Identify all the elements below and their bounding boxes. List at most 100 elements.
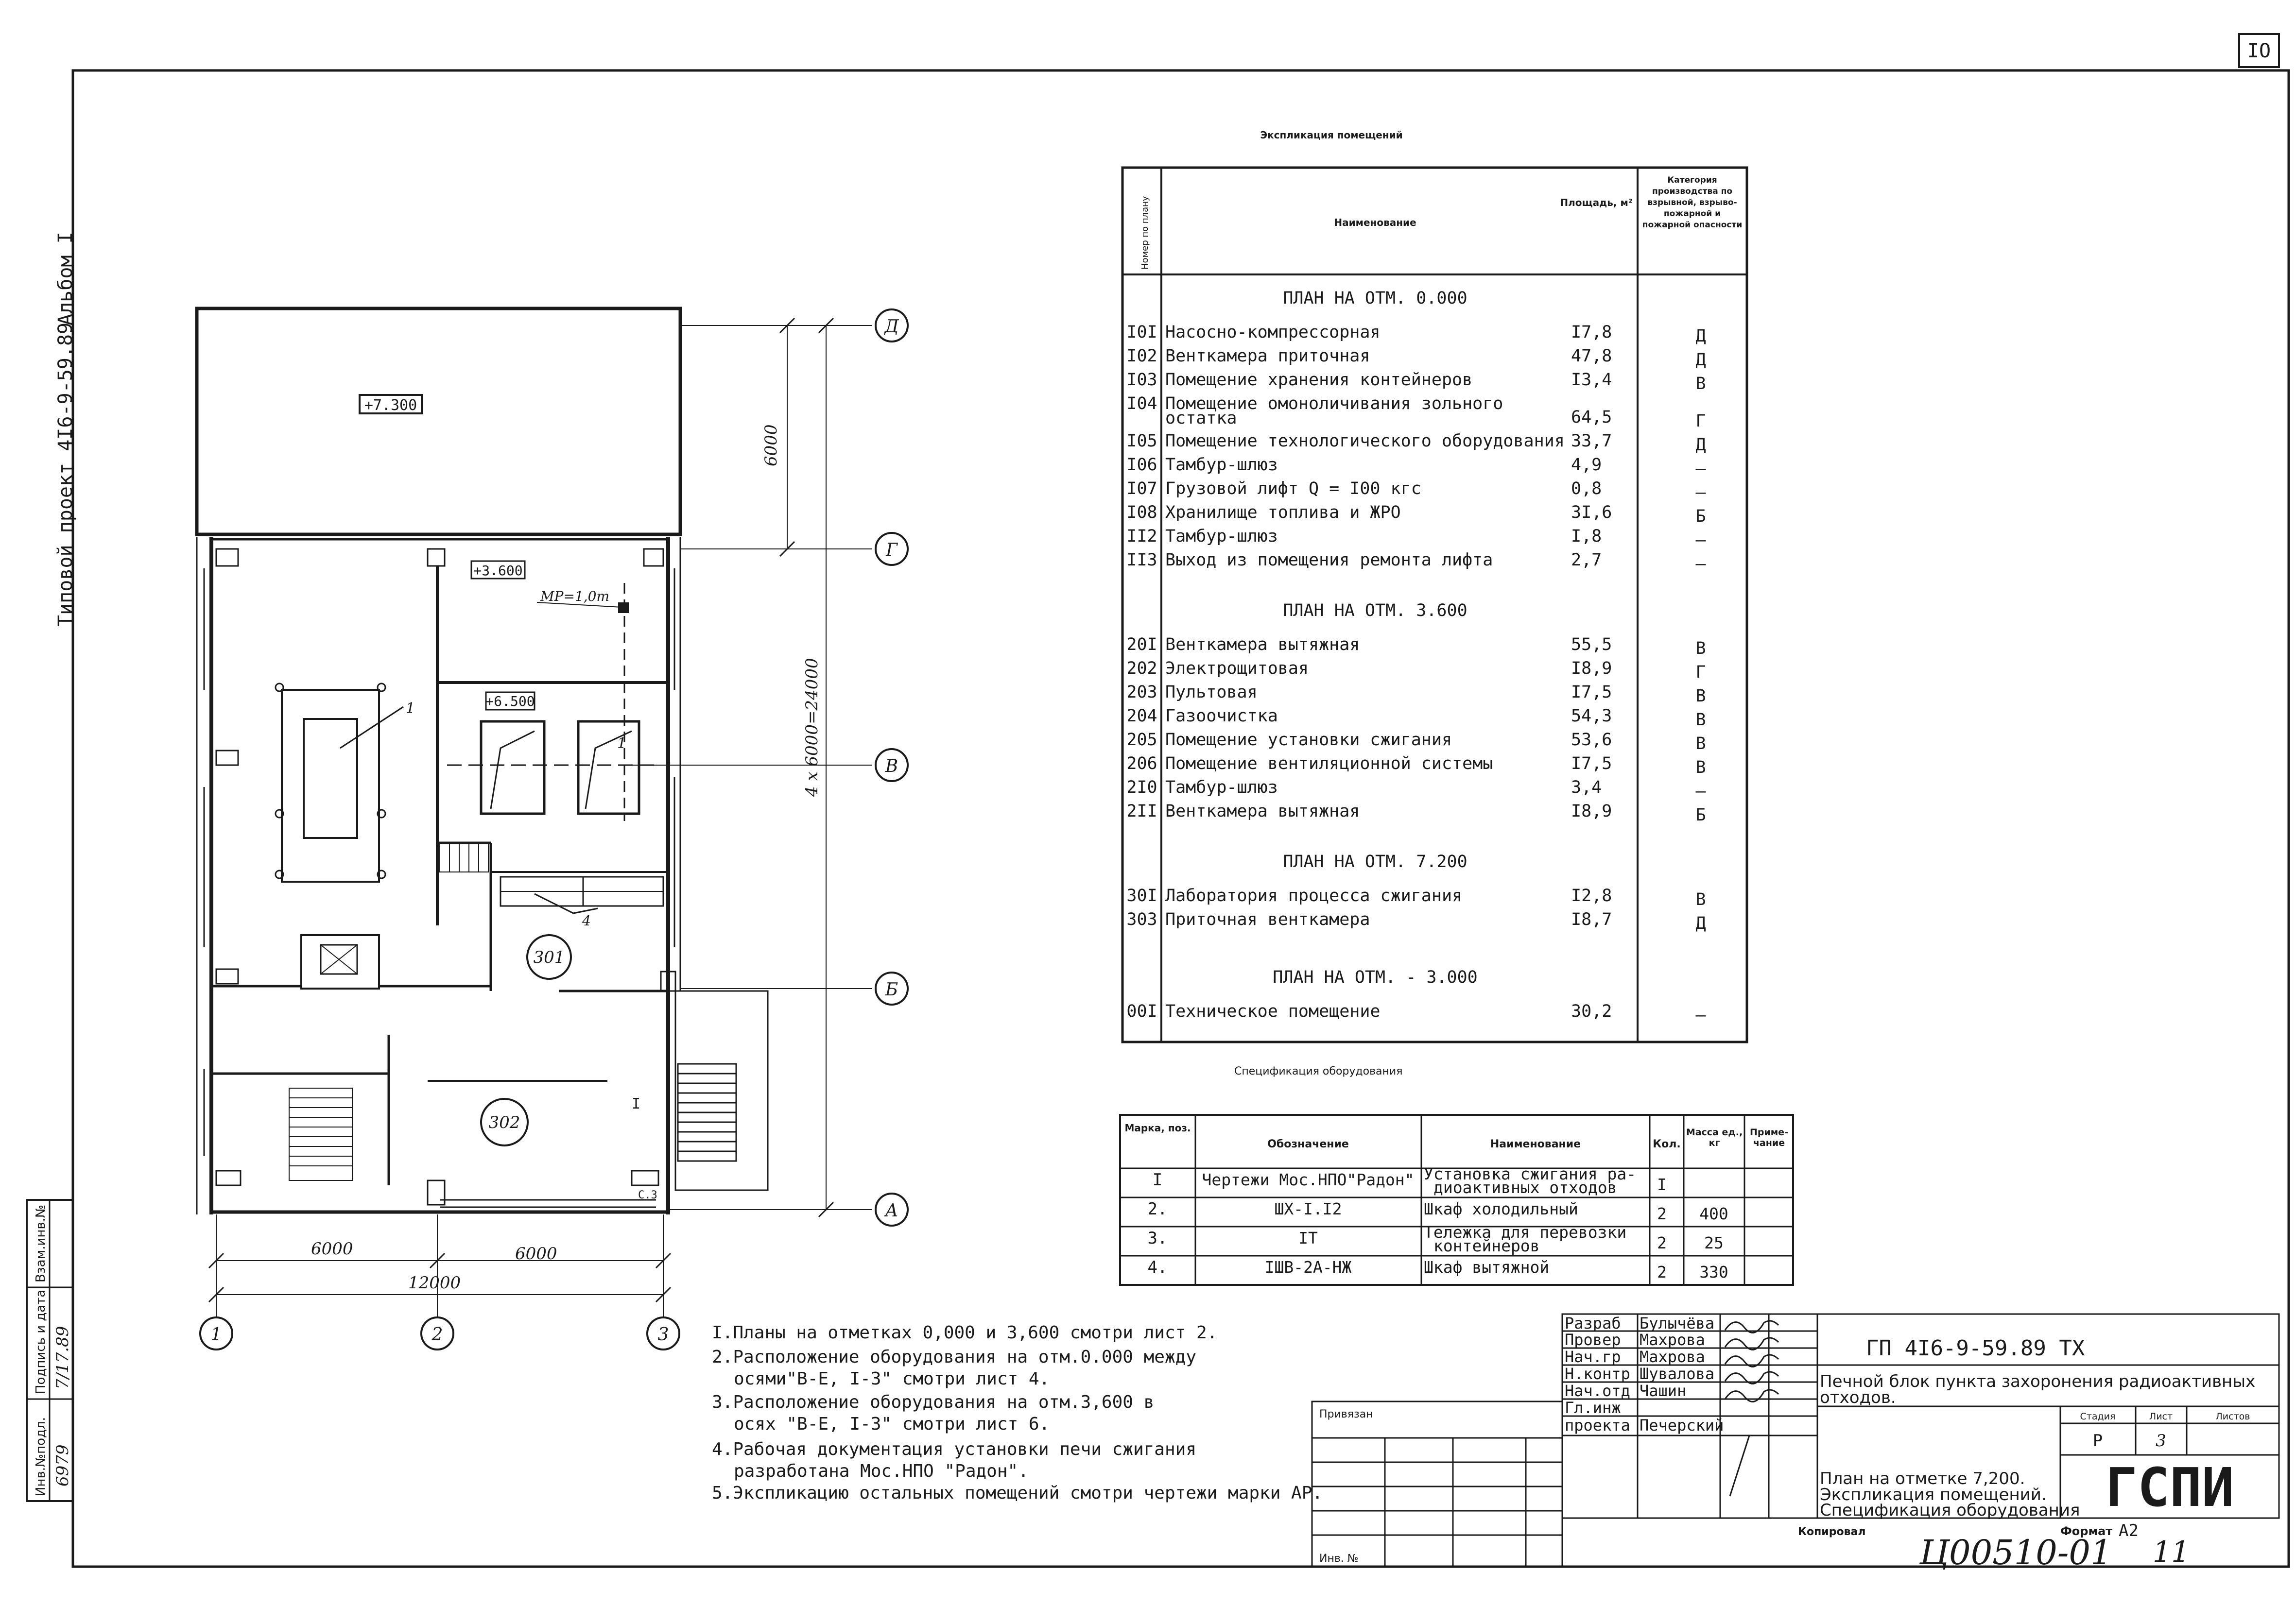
sign-name: Махрова [1640,1331,1705,1349]
room-category: В [1695,639,1706,658]
signature-scribble [1724,1337,1779,1350]
room-name: Тамбур-шлюз [1165,527,1278,546]
axis-col-3: 3 [658,1325,669,1345]
room-category: Г [1695,663,1706,682]
room-area: I,8 [1571,527,1602,546]
signature-scribble [1724,1371,1779,1384]
room-302-tag: 302 [489,1113,520,1132]
roof-block [195,307,682,536]
room-area: I2,8 [1571,886,1612,906]
room-category: — [1695,1006,1706,1025]
rooms-table-title: Экспликация помещений [1260,129,1402,141]
axis-col-1: 1 [211,1325,222,1345]
signature-scribble [1724,1354,1779,1367]
room-category: – [1695,459,1706,478]
sign-role: Гл.инж [1565,1399,1621,1417]
room-category: – [1695,530,1706,550]
sign-name: Булычёва [1640,1314,1714,1333]
sheet-label: Лист [2149,1411,2173,1422]
room-area: I3,4 [1571,370,1612,390]
room-number: 206 [1126,754,1157,773]
format-value: А2 [2119,1521,2139,1540]
room-name-cont: остатка [1165,409,1237,428]
room-area: I7,5 [1571,754,1612,773]
section-heading: ПЛАН НА ОТМ. 0.000 [1283,289,1467,308]
room-name: Электрощитовая [1165,659,1309,678]
section-heading: ПЛАН НА ОТМ. - 3.000 [1273,968,1477,987]
note-line-3: 3.Расположение оборудования на отм.3,600… [712,1392,1154,1412]
axis-row-v: В [885,756,898,776]
eq-qty: I [1657,1175,1667,1194]
room-area: 3,4 [1571,778,1602,797]
section-heading: ПЛАН НА ОТМ. 7.200 [1283,852,1467,871]
room-category: – [1695,483,1706,502]
room-301-tag: 301 [534,948,565,967]
eq-code: IШВ-2А-НЖ [1265,1258,1352,1277]
eq-code: IТ [1298,1229,1318,1247]
room-area: 64,5 [1571,408,1612,427]
sheet-title-3: Спецификация оборудования [1820,1501,2080,1520]
sign-role: проекта [1565,1416,1630,1435]
stair-mark: I [632,1095,640,1112]
axis-row-g: Г [885,540,898,560]
room-area: 47,8 [1571,346,1612,366]
eq-code: ШХ-I.I2 [1274,1199,1342,1218]
stamp-label-2: Инв.№подл. [34,1417,48,1496]
sheet-frame [71,69,2290,1568]
col-area-header: Площадь, м² [1560,197,1633,208]
room-area: 2,7 [1571,550,1602,570]
room-area: I8,9 [1571,659,1612,678]
room-name: Техническое помещение [1165,1002,1381,1021]
room-name: Хранилище топлива и ЖРО [1165,503,1401,522]
room-category: Д [1695,914,1706,933]
eq-qty: 2 [1657,1233,1667,1252]
stage-value: Р [2093,1431,2103,1451]
rooms-table: Экспликация помещений Номер по плану Наи… [1121,129,1748,1043]
eq-code: Чертежи Мос.НПО"Радон" [1202,1170,1414,1189]
eq-qty: 2 [1657,1263,1667,1281]
level-roof: +7.300 [364,397,417,414]
room-name: Выход из помещения ремонта лифта [1165,550,1493,570]
sign-role: Разраб [1565,1314,1621,1333]
sheet-value: 3 [2156,1431,2166,1451]
room-area: 4,9 [1571,455,1602,475]
room-area: I7,5 [1571,683,1612,702]
floor-plan: +7.300 [195,307,909,1350]
room-name: Приточная венткамера [1165,910,1370,929]
room-name: Помещение хранения контейнеров [1165,370,1472,390]
handwritten-num: 11 [2153,1535,2190,1569]
eq-mass: 400 [1699,1204,1728,1223]
equipment-table: Спецификация оборудования Марка, поз. Об… [1119,1065,1794,1286]
room-name: Грузовой лифт Q = I00 кгс [1165,479,1421,498]
object-line-1: Печной блок пункта захоронения радиоакти… [1820,1372,2255,1391]
room-category: Д [1695,350,1706,370]
eq-name: Тележка для перевозки [1424,1223,1626,1242]
room-category: – [1695,782,1706,801]
room-number: 2I0 [1126,778,1157,797]
sign-name: Шувалова [1640,1365,1714,1383]
eq-pos: 2. [1148,1199,1168,1219]
room-name: Помещение омоноличивания зольного [1165,394,1503,413]
room-name: Тамбур-шлюз [1165,778,1278,797]
room-name: Венткамера вытяжная [1165,635,1360,654]
room-number: I04 [1126,394,1157,413]
left-stamp: Взам.инв.№ Подпись и дата Инв.№подл. 7/1… [26,1199,74,1502]
dim-overall: 12000 [408,1273,461,1293]
room-number: 205 [1126,730,1157,750]
sign-role: Нач.отд [1565,1382,1630,1400]
room-number: 30I [1126,886,1157,906]
pos-label-4: 4 [582,913,591,929]
sheets-label: Листов [2216,1411,2250,1422]
room-name: Насосно-компрессорная [1165,323,1381,342]
eq-mass: 330 [1699,1263,1728,1281]
dim-top: 6000 [761,424,781,466]
sheet-title-1: План на отметке 7,200. [1820,1469,2025,1488]
room-category: Д [1695,435,1706,455]
sign-role: Нач.гр [1565,1348,1621,1366]
room-number: I02 [1126,346,1157,366]
room-name: Помещение технологического оборудования [1165,431,1565,451]
room-name: Лаборатория процесса сжигания [1165,886,1462,906]
eq-mass: 25 [1704,1233,1724,1252]
stage-label: Стадия [2080,1411,2116,1422]
org-name: ГСПИ [2106,1456,2234,1519]
